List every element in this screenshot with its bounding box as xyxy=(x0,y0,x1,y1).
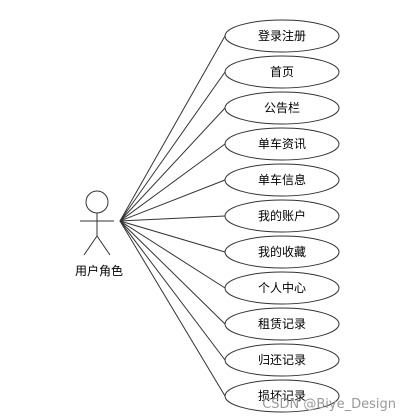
use-case-label: 我的收藏 xyxy=(258,244,306,259)
association-line xyxy=(119,215,226,222)
use-case-label: 单车信息 xyxy=(258,172,306,187)
use-case-label: 损坏记录 xyxy=(258,389,306,403)
association-lines xyxy=(119,35,226,397)
use-case: 单车信息 xyxy=(224,163,340,197)
actor-label: 用户角色 xyxy=(75,263,123,278)
actor-figure: 用户角色 xyxy=(75,190,123,278)
use-case-label: 我的账户 xyxy=(258,208,306,223)
association-line xyxy=(119,220,226,253)
association-line xyxy=(119,220,226,361)
use-case: 损坏记录 xyxy=(224,379,340,413)
use-case-ellipse xyxy=(224,235,340,269)
use-case: 首页 xyxy=(224,55,340,89)
use-case-label: 首页 xyxy=(270,65,294,79)
use-case-ellipse xyxy=(224,271,340,305)
use-case-label: 登录注册 xyxy=(258,28,306,43)
use-case-ellipse xyxy=(224,199,340,233)
use-case-ellipse xyxy=(224,307,340,341)
association-line xyxy=(119,220,226,289)
use-case-label: 租赁记录 xyxy=(258,317,306,331)
use-case-label: 单车资讯 xyxy=(258,136,306,151)
use-case: 我的账户 xyxy=(224,199,340,233)
use-case-ellipse xyxy=(224,343,340,377)
use-case-label: 公告栏 xyxy=(264,100,300,115)
association-line xyxy=(119,71,226,222)
association-line xyxy=(119,220,226,397)
use-case-ellipse xyxy=(224,127,340,161)
watermark: CSDN @Biye_Design xyxy=(262,397,396,412)
use-case-ellipse xyxy=(224,19,340,53)
use-case-ellipse xyxy=(224,163,340,197)
association-line xyxy=(119,220,226,325)
actor-head xyxy=(85,190,109,214)
use-case-label: 个人中心 xyxy=(258,280,306,295)
actor-left-leg xyxy=(83,235,98,256)
use-case-ellipse xyxy=(224,91,340,125)
use-case-label: 归还记录 xyxy=(258,353,306,367)
use-case: 单车资讯 xyxy=(224,127,340,161)
association-line xyxy=(119,179,226,222)
use-case: 我的收藏 xyxy=(224,235,340,269)
use-case: 个人中心 xyxy=(224,271,340,305)
use-case: 登录注册 xyxy=(224,19,340,53)
use-case-ellipse xyxy=(224,379,340,413)
use-case-list: 登录注册首页公告栏单车资讯单车信息我的账户我的收藏个人中心租赁记录归还记录损坏记… xyxy=(224,19,340,413)
use-case: 公告栏 xyxy=(224,91,340,125)
association-line xyxy=(119,35,226,222)
association-line xyxy=(119,143,226,222)
use-case: 归还记录 xyxy=(224,343,340,377)
association-line xyxy=(119,107,226,222)
actor-right-leg xyxy=(96,235,111,256)
use-case-ellipse xyxy=(224,55,340,89)
use-case: 租赁记录 xyxy=(224,307,340,341)
